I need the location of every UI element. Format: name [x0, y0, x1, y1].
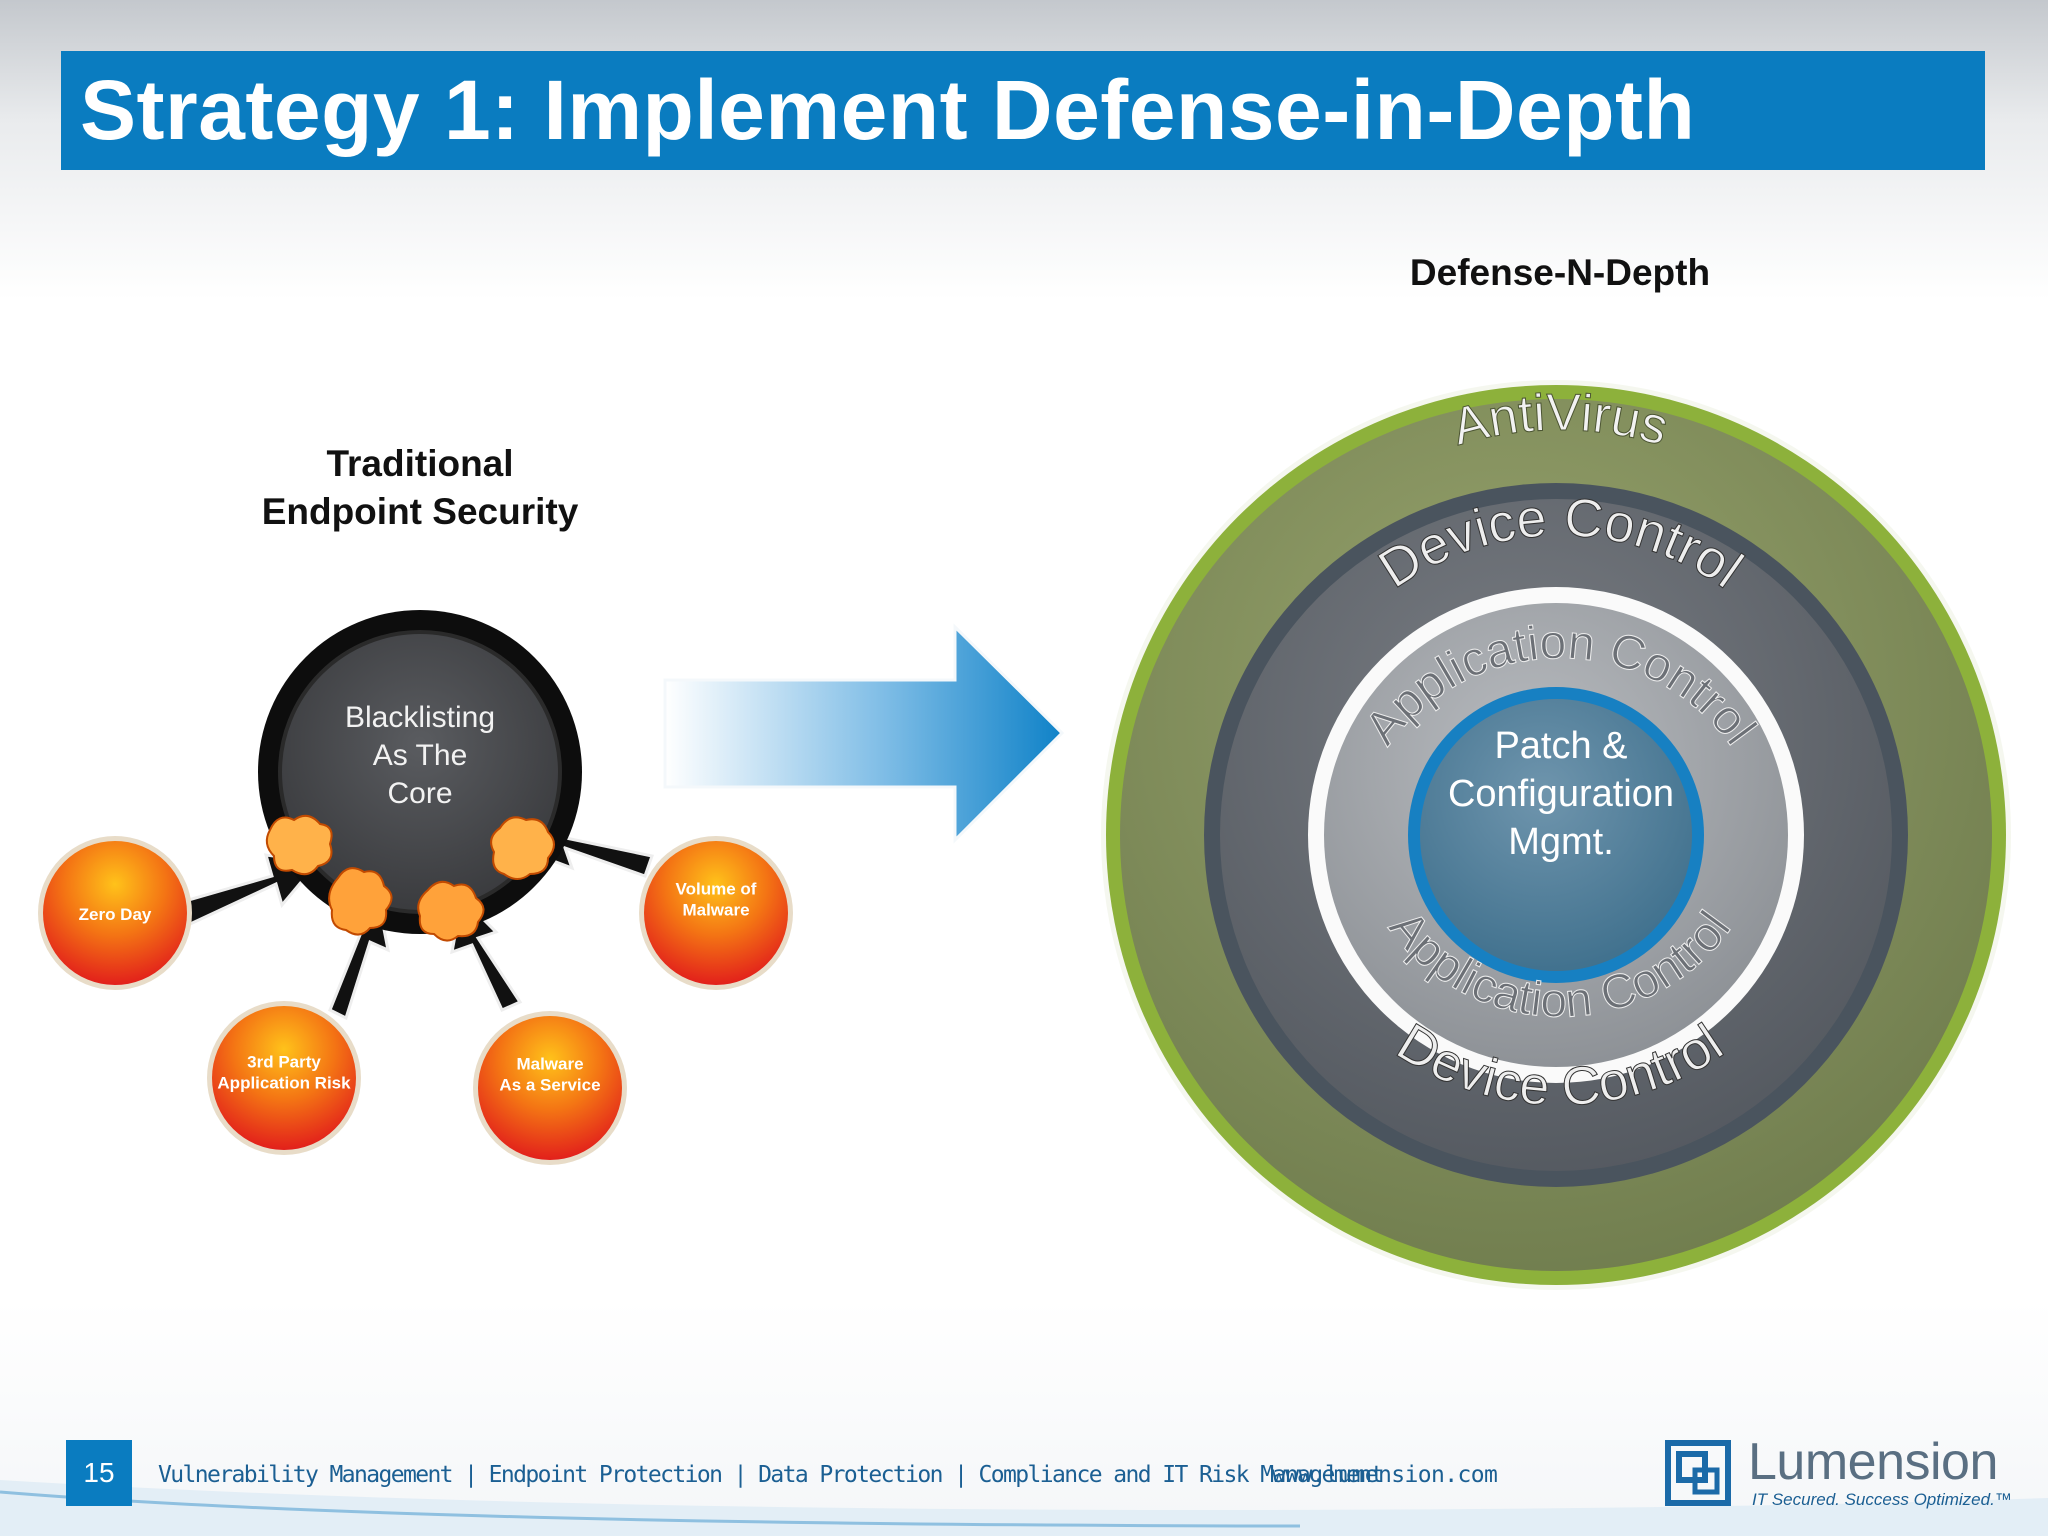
- antivirus-label: AntiVirus: [1446, 384, 1674, 457]
- defense-in-depth-heading: Defense-N-Depth: [1409, 252, 1711, 293]
- threat-label-line: 3rd Party: [247, 1053, 321, 1072]
- center-label-line: Patch &: [1494, 725, 1627, 767]
- threat-label-line: Malware: [516, 1055, 583, 1074]
- threat-label-line: As a Service: [499, 1076, 600, 1095]
- threat-label-line: Zero Day: [79, 905, 152, 924]
- brand-name: Lumension: [1748, 1433, 1998, 1491]
- arrow-zero-day: [175, 853, 321, 927]
- core-label-line: As The: [373, 739, 468, 772]
- impact-bursts: [265, 814, 555, 942]
- footer-nav: Vulnerability Management | Endpoint Prot…: [158, 1462, 1384, 1488]
- traditional-heading: Traditional Endpoint Security: [261, 443, 579, 532]
- threat-label-line: Malware: [682, 901, 749, 920]
- defense-rings: [1101, 380, 2011, 1290]
- core-label-line: Core: [387, 777, 452, 810]
- burst-icon: [265, 814, 333, 876]
- lumension-logo-icon: [1665, 1440, 1731, 1506]
- burst-icon: [417, 880, 485, 942]
- burst-icon: [490, 816, 555, 880]
- threat-label-line: Application Risk: [217, 1074, 351, 1093]
- svg-text:Zero Day: Zero Day: [79, 905, 152, 924]
- center-label-line: Mgmt.: [1508, 821, 1614, 863]
- slide-title: Strategy 1: Implement Defense-in-Depth: [61, 51, 1985, 170]
- footer-url[interactable]: www.lumension.com: [1272, 1462, 1498, 1488]
- page-number: 15: [66, 1440, 132, 1506]
- threat-malware-service: Malware As a Service: [473, 1011, 627, 1165]
- core-label-line: Blacklisting: [345, 701, 495, 734]
- burst-icon: [328, 867, 393, 936]
- transition-arrow: [663, 623, 1065, 844]
- threat-zero-day: Zero Day: [38, 836, 192, 990]
- brand-tagline: IT Secured. Success Optimized.™: [1752, 1490, 2012, 1509]
- center-label-line: Configuration: [1448, 773, 1674, 815]
- threat-label-line: Volume of: [676, 880, 757, 899]
- threat-volume-malware: Volume of Malware: [639, 836, 793, 990]
